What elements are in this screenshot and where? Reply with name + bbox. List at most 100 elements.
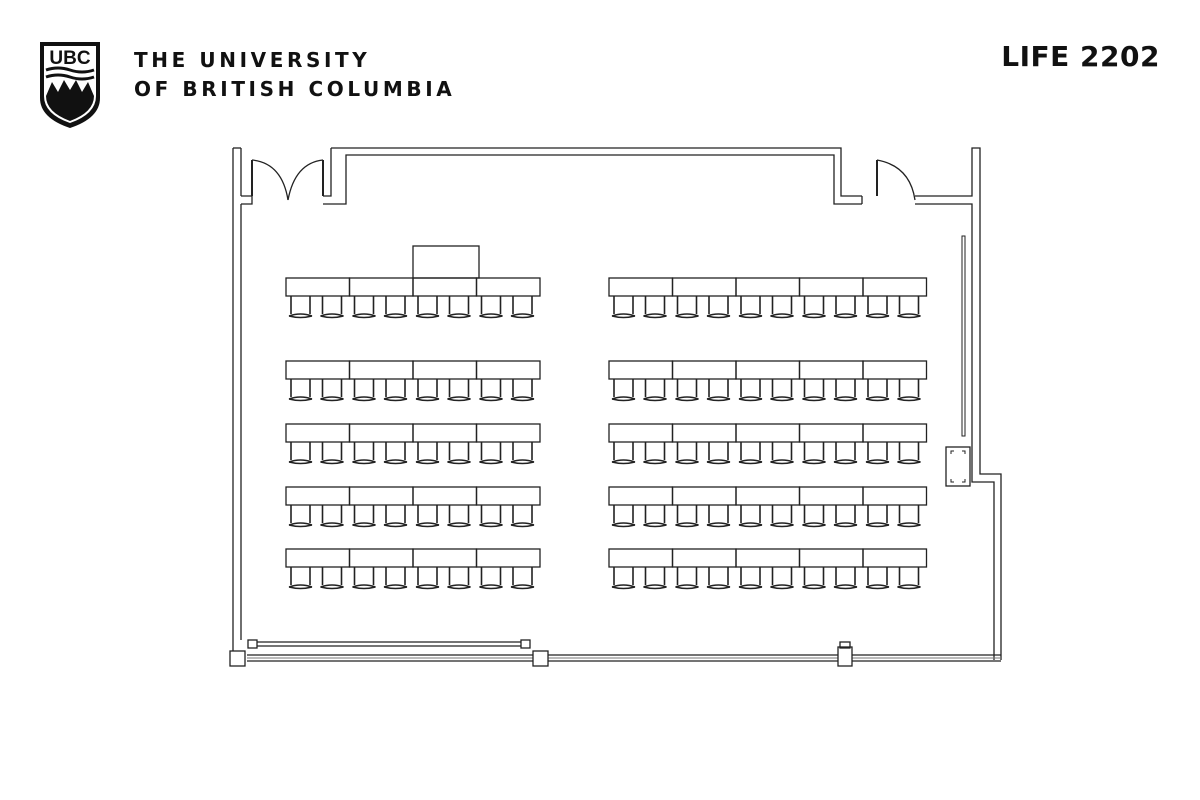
chair: [352, 379, 376, 402]
window-wall: [229, 639, 1001, 667]
chair: [865, 567, 890, 590]
left-section-row: [285, 277, 541, 319]
chair: [770, 379, 794, 402]
chair: [833, 505, 858, 528]
table: [475, 486, 541, 506]
chair: [320, 442, 344, 465]
chair: [611, 567, 636, 590]
chair: [738, 379, 763, 402]
table: [671, 360, 737, 380]
table: [608, 277, 674, 297]
chair: [643, 296, 667, 319]
chair: [897, 442, 921, 465]
chair: [352, 296, 376, 319]
university-name-line1: THE UNIVERSITY: [134, 48, 371, 72]
chair: [352, 567, 376, 590]
chair: [383, 567, 408, 590]
table: [285, 360, 351, 380]
chair: [833, 296, 858, 319]
chair: [738, 505, 763, 528]
chair: [643, 505, 667, 528]
table: [285, 548, 351, 568]
right-section-row: [608, 360, 928, 402]
chair: [479, 505, 503, 528]
chair: [897, 567, 921, 590]
table: [862, 360, 928, 380]
table: [348, 277, 414, 297]
table: [735, 486, 801, 506]
chair: [288, 379, 313, 402]
table: [798, 360, 864, 380]
right-section-row: [608, 486, 928, 528]
left-section-row: [285, 548, 541, 590]
room-label: LIFE 2202: [1001, 40, 1160, 73]
table: [348, 360, 414, 380]
table: [735, 277, 801, 297]
chair: [611, 442, 636, 465]
table: [798, 277, 864, 297]
chair: [675, 567, 699, 590]
chair: [770, 442, 794, 465]
chair: [383, 505, 408, 528]
right-section-row: [608, 423, 928, 465]
chair: [447, 379, 471, 402]
chair: [510, 379, 535, 402]
chair: [770, 296, 794, 319]
chair: [415, 296, 440, 319]
chair: [643, 442, 667, 465]
table: [798, 548, 864, 568]
table: [735, 423, 801, 443]
chair: [447, 567, 471, 590]
chair: [643, 567, 667, 590]
chair: [706, 567, 731, 590]
table: [285, 277, 351, 297]
table: [608, 486, 674, 506]
chair: [352, 442, 376, 465]
left-section-row: [285, 486, 541, 528]
chair: [833, 567, 858, 590]
chair: [288, 567, 313, 590]
chair: [643, 379, 667, 402]
chair: [288, 442, 313, 465]
table: [412, 360, 478, 380]
table: [412, 548, 478, 568]
chair: [802, 567, 826, 590]
table: [285, 423, 351, 443]
instructor-podium: [412, 245, 480, 279]
table: [862, 277, 928, 297]
chair: [675, 379, 699, 402]
chair: [706, 505, 731, 528]
chair: [447, 505, 471, 528]
table: [671, 423, 737, 443]
chair: [897, 379, 921, 402]
table: [475, 548, 541, 568]
chair: [510, 567, 535, 590]
chair: [320, 567, 344, 590]
chair: [479, 442, 503, 465]
chair: [510, 296, 535, 319]
chair: [738, 567, 763, 590]
right-section-row: [608, 548, 928, 590]
chair: [479, 379, 503, 402]
university-name-line2: OF BRITISH COLUMBIA: [134, 77, 456, 101]
table: [671, 277, 737, 297]
table: [412, 486, 478, 506]
table: [475, 423, 541, 443]
chair: [833, 442, 858, 465]
chair: [288, 296, 313, 319]
chair: [383, 442, 408, 465]
walls: [232, 147, 1002, 660]
logo-text: UBC: [49, 48, 90, 69]
chair: [802, 296, 826, 319]
table: [608, 548, 674, 568]
chair: [897, 505, 921, 528]
chair: [897, 296, 921, 319]
chair: [383, 379, 408, 402]
table: [348, 423, 414, 443]
table: [862, 548, 928, 568]
table: [285, 486, 351, 506]
table: [671, 486, 737, 506]
chair: [611, 296, 636, 319]
chair: [288, 505, 313, 528]
